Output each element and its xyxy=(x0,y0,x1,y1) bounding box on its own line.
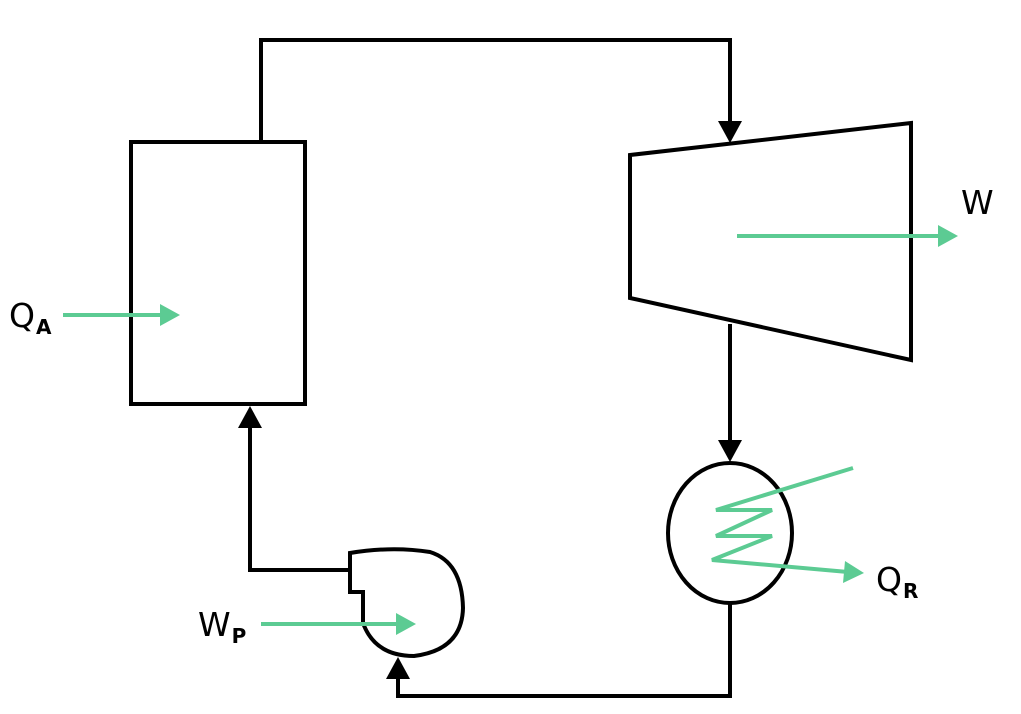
turbine-work-arrowhead xyxy=(938,225,958,247)
heat-rejected-label: QR xyxy=(876,560,918,603)
arrowhead-into-turbine xyxy=(718,121,742,143)
pipe-pump-to-boiler xyxy=(248,425,350,572)
pipe-boiler-to-turbine xyxy=(259,38,732,142)
condenser-coil xyxy=(711,466,854,574)
arrowhead-into-boiler xyxy=(238,406,262,428)
pump-work-arrowhead xyxy=(396,613,416,635)
heat-added-label: QA xyxy=(9,296,52,339)
energy-arrows xyxy=(63,225,958,635)
heat-added-arrowhead xyxy=(160,304,180,326)
arrowhead-into-pump xyxy=(386,657,410,679)
boiler-box xyxy=(129,140,307,406)
arrowhead-into-condenser xyxy=(718,440,742,462)
turbine-shape xyxy=(628,120,913,363)
turbine-work-label: W xyxy=(961,183,994,222)
pump-work-label: WP xyxy=(198,605,246,648)
pump-casing xyxy=(348,547,466,659)
heat-rejected-arrowhead xyxy=(843,561,864,583)
pipe-condenser-to-pump xyxy=(396,603,732,698)
condenser-shell xyxy=(666,461,794,605)
